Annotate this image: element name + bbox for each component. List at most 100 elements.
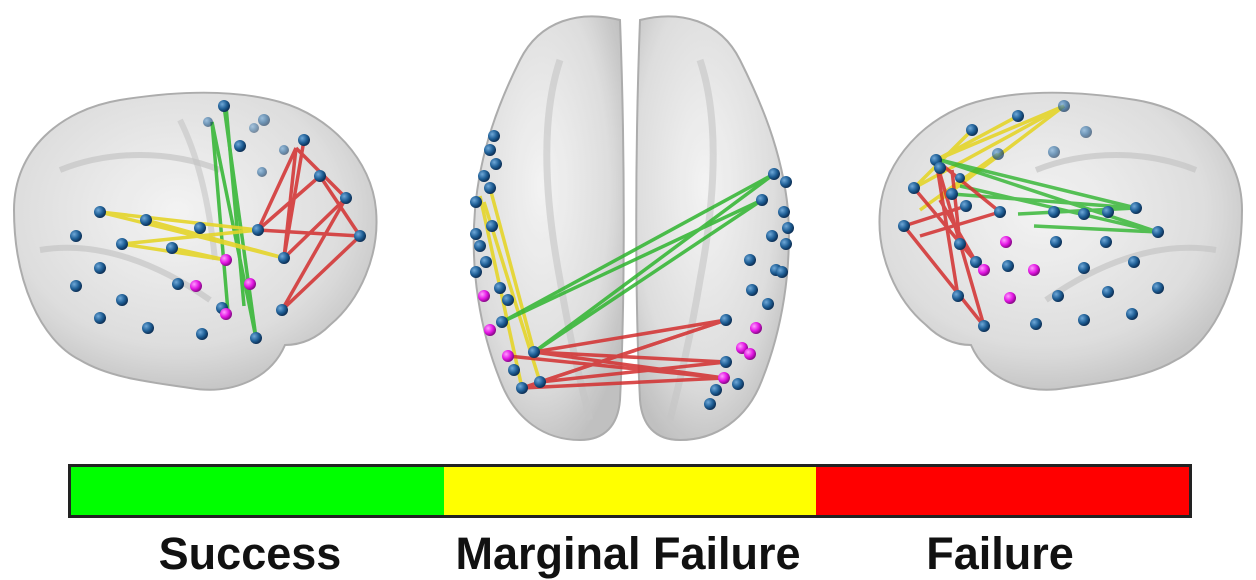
node	[508, 364, 520, 376]
node	[720, 314, 732, 326]
node	[1152, 226, 1164, 238]
node	[528, 346, 540, 358]
node	[252, 224, 264, 236]
node	[782, 222, 794, 234]
node	[257, 167, 267, 177]
highlight-node	[744, 348, 756, 360]
node	[250, 332, 262, 344]
node	[762, 298, 774, 310]
node	[490, 158, 502, 170]
node	[1078, 314, 1090, 326]
highlight-node	[478, 290, 490, 302]
node	[768, 168, 780, 180]
node	[1128, 256, 1140, 268]
node	[484, 182, 496, 194]
node	[1152, 282, 1164, 294]
node	[258, 114, 270, 126]
node	[1130, 202, 1142, 214]
highlight-node	[220, 254, 232, 266]
node	[470, 228, 482, 240]
node	[1078, 208, 1090, 220]
node	[116, 294, 128, 306]
legend-label-success: Success	[130, 528, 370, 580]
highlight-node	[1004, 292, 1016, 304]
node	[496, 316, 508, 328]
node	[1126, 308, 1138, 320]
node	[766, 230, 778, 242]
highlight-node	[1028, 264, 1040, 276]
node	[978, 320, 990, 332]
node	[1012, 110, 1024, 122]
node	[1052, 290, 1064, 302]
legend-swatch-failure	[816, 467, 1189, 515]
node	[470, 196, 482, 208]
node	[314, 170, 326, 182]
node	[502, 294, 514, 306]
node	[70, 230, 82, 242]
node	[354, 230, 366, 242]
node	[1100, 236, 1112, 248]
node	[196, 328, 208, 340]
node	[954, 238, 966, 250]
node	[992, 148, 1004, 160]
node	[946, 188, 958, 200]
node	[166, 242, 178, 254]
highlight-node	[718, 372, 730, 384]
node	[534, 376, 546, 388]
node	[908, 182, 920, 194]
node	[494, 282, 506, 294]
node	[778, 206, 790, 218]
node	[776, 266, 788, 278]
node	[94, 262, 106, 274]
node	[249, 123, 259, 133]
highlight-node	[1000, 236, 1012, 248]
node	[486, 220, 498, 232]
node	[279, 145, 289, 155]
node	[780, 238, 792, 250]
node	[474, 240, 486, 252]
node	[1048, 146, 1060, 158]
legend-swatch-success	[71, 467, 444, 515]
node	[952, 290, 964, 302]
node	[218, 100, 230, 112]
node	[488, 130, 500, 142]
node	[480, 256, 492, 268]
node	[720, 356, 732, 368]
right-lateral-view	[879, 93, 1242, 390]
node	[116, 238, 128, 250]
node	[172, 278, 184, 290]
node	[298, 134, 310, 146]
node	[1058, 100, 1070, 112]
node	[516, 382, 528, 394]
node	[756, 194, 768, 206]
highlight-node	[244, 278, 256, 290]
legend-label-marginal-failure: Marginal Failure	[448, 528, 808, 580]
node	[744, 254, 756, 266]
legend-label-failure: Failure	[880, 528, 1120, 580]
node	[746, 284, 758, 296]
dorsal-view	[470, 16, 794, 440]
node	[780, 176, 792, 188]
node	[478, 170, 490, 182]
highlight-node	[190, 280, 202, 292]
highlight-node	[978, 264, 990, 276]
node	[234, 140, 246, 152]
node	[955, 173, 965, 183]
node	[1102, 286, 1114, 298]
node	[140, 214, 152, 226]
node	[1048, 206, 1060, 218]
legend-swatch-marginal-failure	[444, 467, 817, 515]
highlight-node	[502, 350, 514, 362]
node	[1102, 206, 1114, 218]
highlight-node	[220, 308, 232, 320]
node	[484, 144, 496, 156]
node	[1002, 260, 1014, 272]
node	[142, 322, 154, 334]
node	[276, 304, 288, 316]
node	[966, 124, 978, 136]
node	[94, 206, 106, 218]
node	[70, 280, 82, 292]
node	[194, 222, 206, 234]
left-lateral-view	[14, 93, 377, 390]
node	[1080, 126, 1092, 138]
